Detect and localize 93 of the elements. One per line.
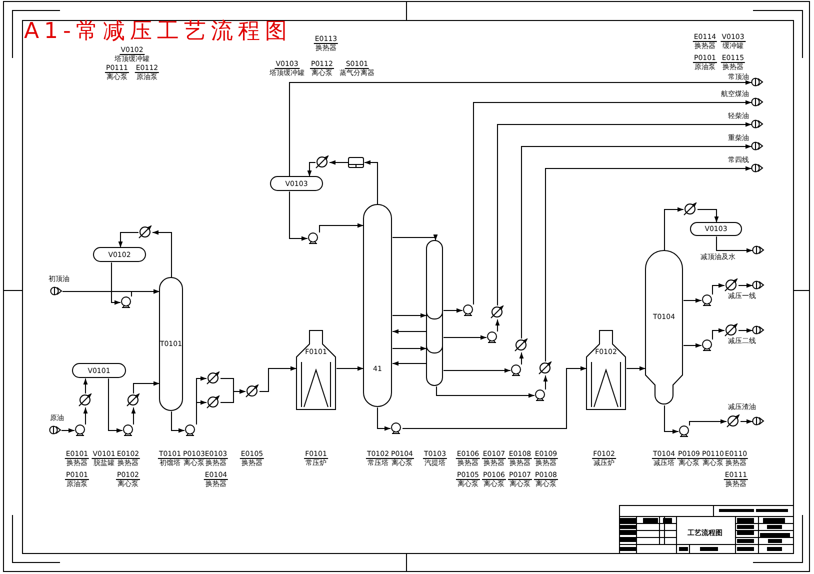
heat-exchanger-symbol — [490, 305, 504, 319]
pipe-line — [61, 428, 75, 433]
pipe-line — [738, 283, 753, 288]
stripper-column — [426, 240, 443, 386]
pipe-line — [289, 80, 752, 177]
separator-box — [348, 157, 364, 168]
pump-symbol — [390, 422, 402, 434]
pipe-line — [220, 389, 246, 403]
heat-exchanger-symbol — [78, 393, 92, 407]
heat-exchanger-symbol — [538, 361, 552, 375]
stream-terminal-symbol — [752, 416, 764, 426]
pipe-line — [683, 343, 702, 348]
pipe-line — [443, 308, 463, 313]
heat-exchanger-symbol — [724, 278, 738, 292]
pipe-line — [497, 122, 752, 306]
pump-symbol — [678, 425, 690, 437]
pipe-line — [111, 262, 121, 305]
pipe-line — [289, 191, 308, 241]
pump-symbol — [307, 232, 319, 244]
pipe-line — [131, 407, 136, 425]
pipe-line — [392, 234, 438, 241]
pipe-line — [118, 232, 139, 248]
pipe-line — [133, 381, 160, 394]
pipe-line — [329, 160, 349, 165]
pipe-line — [443, 368, 511, 373]
stream-terminal-symbol — [752, 325, 764, 335]
pump-symbol — [74, 424, 86, 436]
pipe-line — [716, 236, 753, 253]
pipe-line — [196, 400, 207, 425]
pipe-line — [62, 289, 160, 294]
pipe-line — [738, 328, 753, 333]
pipe-line — [740, 419, 753, 424]
pipe-line — [392, 313, 427, 318]
pipe-line — [336, 366, 364, 371]
pipe-line — [683, 298, 702, 303]
stream-terminal-symbol — [751, 77, 763, 87]
pipe-line — [519, 352, 524, 365]
heat-exchanger-symbol — [138, 225, 152, 239]
heat-exchanger-symbol — [206, 371, 220, 385]
pipe-line — [377, 407, 391, 431]
pipe-line — [83, 378, 88, 394]
stream-terminal-symbol — [751, 163, 763, 173]
pipe-line — [664, 207, 684, 251]
heat-exchanger-symbol — [315, 155, 329, 169]
pipe-line — [319, 223, 364, 233]
heat-exchanger-symbol — [245, 384, 259, 398]
pipe-line — [259, 366, 297, 392]
stream-terminal-symbol — [751, 97, 763, 107]
pipe-line — [545, 166, 752, 362]
pipe-line — [689, 419, 727, 426]
pipe-line — [712, 283, 725, 295]
stream-terminal-symbol — [49, 425, 61, 435]
pipe-line — [152, 230, 172, 278]
heat-exchanger-symbol — [206, 395, 220, 409]
stream-terminal-symbol — [50, 286, 62, 296]
pipe-line — [436, 386, 535, 398]
pump-symbol — [184, 424, 196, 436]
pipe-line — [83, 407, 88, 425]
stream-terminal-symbol — [751, 141, 763, 151]
heat-exchanger-symbol — [683, 202, 697, 216]
drawing-title: A1-常减压工艺流程图 — [24, 19, 292, 44]
pump-symbol — [701, 339, 713, 351]
pump-symbol — [486, 331, 498, 343]
pipe-line — [473, 100, 752, 305]
pipe-line — [664, 405, 679, 434]
pump-symbol — [701, 294, 713, 306]
pipe-line — [543, 375, 548, 390]
heat-exchanger-symbol — [726, 414, 740, 428]
pump-symbol — [534, 389, 546, 401]
pipe-line — [171, 411, 185, 433]
pipe-line — [521, 144, 752, 339]
pipe-line — [392, 346, 427, 351]
pump-symbol — [510, 364, 522, 376]
heat-exchanger-symbol — [514, 338, 528, 352]
pipe-line — [697, 209, 719, 223]
pipe-line — [712, 328, 725, 340]
pipe-line — [495, 319, 500, 332]
pump-symbol — [122, 424, 134, 436]
pipe-line — [443, 335, 487, 340]
pump-symbol — [462, 304, 474, 316]
heat-exchanger-symbol — [126, 393, 140, 407]
pump-symbol — [120, 296, 132, 308]
pipe-line — [626, 366, 646, 371]
pipe-line — [307, 162, 316, 177]
pipe-line — [392, 329, 427, 334]
stream-terminal-symbol — [751, 119, 763, 129]
pipe-line — [364, 160, 378, 205]
pipe-line — [392, 361, 427, 366]
heat-exchanger-symbol — [724, 323, 738, 337]
pipe-line — [402, 366, 587, 429]
pipe-line — [108, 378, 123, 433]
stream-terminal-symbol — [752, 245, 764, 255]
stream-terminal-symbol — [752, 280, 764, 290]
